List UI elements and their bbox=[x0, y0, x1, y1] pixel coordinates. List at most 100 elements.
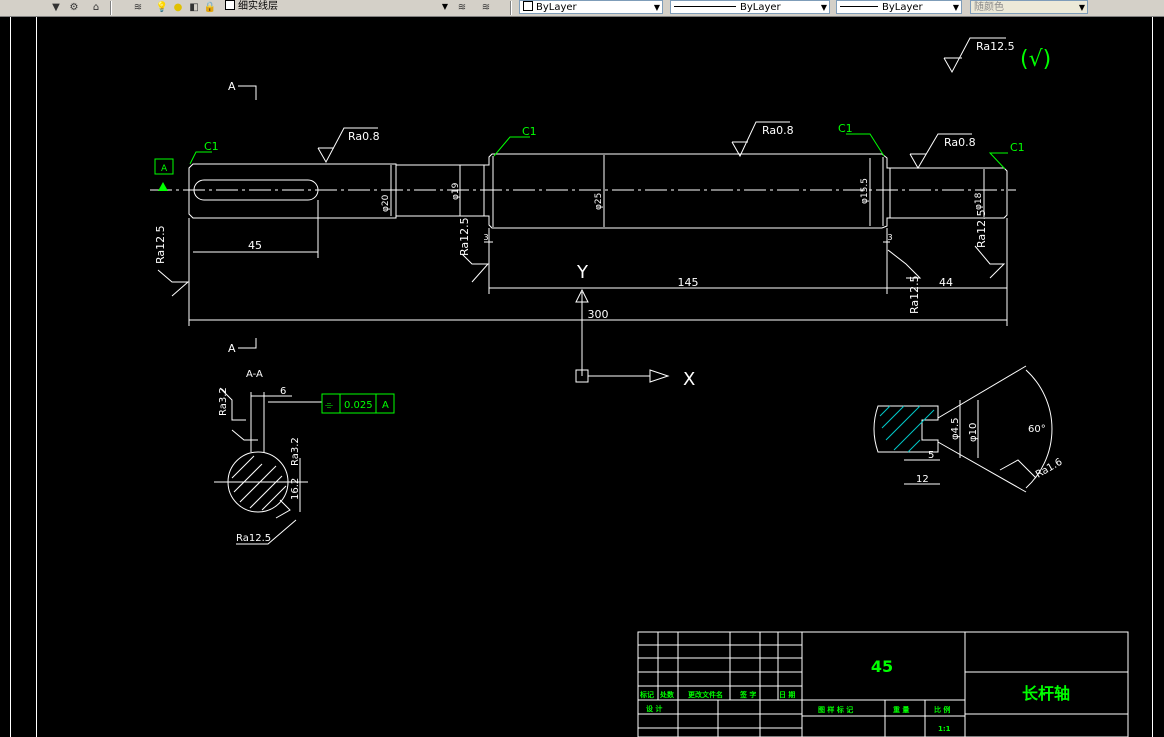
sun-icon[interactable]: ● bbox=[173, 2, 183, 13]
roughness-symbol bbox=[231, 429, 258, 441]
keyway-width-label: 6 bbox=[280, 386, 286, 397]
keyway-slot bbox=[193, 179, 319, 201]
plotstyle-value: 随颜色 bbox=[974, 2, 1004, 13]
chevron-down-icon[interactable]: ▼ bbox=[653, 3, 660, 12]
chamfer-label: C1 bbox=[204, 140, 219, 153]
roughness-label: Ra0.8 bbox=[944, 136, 976, 149]
roughness-symbol bbox=[909, 133, 972, 169]
roughness-label: Ra1.6 bbox=[1034, 457, 1064, 481]
section-mark-bottom bbox=[238, 338, 257, 349]
dropdown-arrow-icon[interactable]: ▼ bbox=[52, 2, 60, 13]
hatch-line bbox=[879, 405, 891, 417]
make-current-layer-icon[interactable]: ≋ bbox=[457, 2, 467, 13]
linetype-select[interactable]: ByLayer ▼ bbox=[670, 0, 830, 14]
header-label: 处数 bbox=[659, 690, 675, 699]
ucs-y-label: Y bbox=[576, 262, 589, 283]
roughness-general-paren: (√) bbox=[1020, 47, 1051, 72]
dimension-label: 44 bbox=[939, 276, 953, 289]
design-label: 设 计 bbox=[646, 704, 662, 713]
layer-manager-icon[interactable]: ≋ bbox=[133, 2, 143, 13]
chamfer-label: C1 bbox=[522, 125, 537, 138]
tolerance-datum: A bbox=[382, 400, 389, 411]
title-block-frame bbox=[637, 631, 1129, 737]
chamfer-leader bbox=[846, 133, 885, 157]
part-name-label: 长杆轴 bbox=[1022, 684, 1070, 703]
lineweight-preview bbox=[840, 6, 878, 7]
settings-icon[interactable]: ⚙ bbox=[69, 2, 79, 13]
hatch-line bbox=[231, 455, 255, 479]
diameter-label: φ18 bbox=[974, 192, 984, 210]
hatch-line bbox=[881, 405, 905, 429]
tolerance-symbol: ⌯ bbox=[325, 400, 333, 411]
color-swatch bbox=[523, 1, 533, 11]
light-bulb-icon[interactable]: 💡 bbox=[155, 2, 169, 13]
lineweight-select[interactable]: ByLayer ▼ bbox=[836, 0, 962, 14]
chamfer-leader bbox=[493, 136, 530, 157]
layer-previous-icon[interactable]: ≋ bbox=[481, 2, 491, 13]
diameter-label: φ25 bbox=[594, 193, 604, 210]
lock-icon[interactable]: 🔒 bbox=[203, 2, 217, 13]
angle-arc bbox=[1025, 369, 1053, 489]
roughness-label: Ra3.2 bbox=[290, 437, 301, 466]
stage-label: 重 量 bbox=[893, 705, 909, 714]
shaft-outline bbox=[188, 153, 1008, 229]
layer-select[interactable]: 细实线层 ▼ bbox=[222, 0, 450, 14]
roughness-symbol bbox=[317, 127, 378, 164]
chevron-down-icon[interactable]: ▼ bbox=[820, 3, 827, 12]
roughness-label: Ra0.8 bbox=[348, 130, 380, 143]
header-label: 标记 bbox=[639, 690, 654, 699]
roughness-general-label: Ra12.5 bbox=[976, 40, 1015, 53]
dimension-label: 145 bbox=[678, 276, 699, 289]
keyway-depth-label: 16.2 bbox=[290, 478, 301, 500]
chevron-down-icon[interactable]: ▼ bbox=[952, 3, 959, 12]
hatch-line bbox=[261, 485, 287, 511]
datum-triangle bbox=[158, 182, 168, 191]
roughness-label: Ra12.5 bbox=[908, 275, 921, 314]
material-label: 45 bbox=[871, 657, 893, 676]
dimension-label: 300 bbox=[588, 308, 609, 321]
roughness-symbol bbox=[974, 245, 1006, 279]
section-label-bottom: A bbox=[228, 342, 236, 355]
center-hole-cone bbox=[937, 441, 1027, 493]
roughness-label: Ra12.5 bbox=[975, 209, 988, 248]
diameter-label: φ19 bbox=[451, 182, 461, 200]
plotstyle-select: 随颜色 ▼ bbox=[970, 0, 1088, 14]
drawing-canvas[interactable]: A A A C1 C1 C1 C1 Ra0.8 Ra0.8 Ra0.8 Ra12… bbox=[0, 17, 1164, 737]
diameter-label: φ20 bbox=[381, 194, 391, 212]
center-angle-label: 60° bbox=[1028, 424, 1046, 435]
scale-value: 1:1 bbox=[938, 725, 951, 733]
hatch-line bbox=[893, 409, 935, 451]
chevron-down-icon[interactable]: ▼ bbox=[441, 2, 448, 11]
center-hole-cone bbox=[937, 365, 1027, 419]
chevron-down-icon: ▼ bbox=[1078, 3, 1085, 12]
hatch-line bbox=[239, 465, 277, 503]
roughness-symbol bbox=[461, 253, 490, 283]
chamfer-label: C1 bbox=[1010, 141, 1025, 154]
roughness-label: Ra0.8 bbox=[762, 124, 794, 137]
properties-toolbar: ▼ ⚙ ⌂ ≋ 💡 ● ◧ 🔒 细实线层 ▼ ≋ ≋ ByLayer ▼ ByL… bbox=[0, 0, 1164, 17]
section-mark-top bbox=[238, 85, 257, 100]
datum-label: A bbox=[161, 164, 168, 174]
frame-inner-right bbox=[1152, 17, 1153, 737]
datum-box bbox=[154, 158, 174, 175]
header-label: 更改文件名 bbox=[688, 690, 723, 699]
ucs-x-label: X bbox=[683, 369, 695, 390]
frame-inner-left bbox=[36, 17, 37, 737]
roughness-symbol-general bbox=[943, 37, 1006, 74]
section-label-top: A bbox=[228, 80, 236, 93]
roughness-symbol bbox=[157, 269, 190, 297]
toolbar-separator bbox=[110, 1, 112, 15]
hatch-line bbox=[249, 475, 283, 509]
hatch-line bbox=[885, 405, 921, 441]
color-value: ByLayer bbox=[536, 2, 577, 13]
color-select[interactable]: ByLayer ▼ bbox=[519, 0, 663, 14]
roughness-symbol bbox=[999, 459, 1037, 479]
center-dim-12: 12 bbox=[916, 474, 929, 485]
roughness-symbol bbox=[887, 249, 922, 279]
ucs-x-arrow bbox=[649, 369, 670, 383]
home-icon[interactable]: ⌂ bbox=[92, 2, 100, 13]
chamfer-leader bbox=[988, 152, 1008, 170]
layer-name: 细实线层 bbox=[238, 1, 278, 12]
freeze-icon[interactable]: ◧ bbox=[189, 2, 199, 13]
ucs-y-arrow bbox=[575, 288, 589, 303]
